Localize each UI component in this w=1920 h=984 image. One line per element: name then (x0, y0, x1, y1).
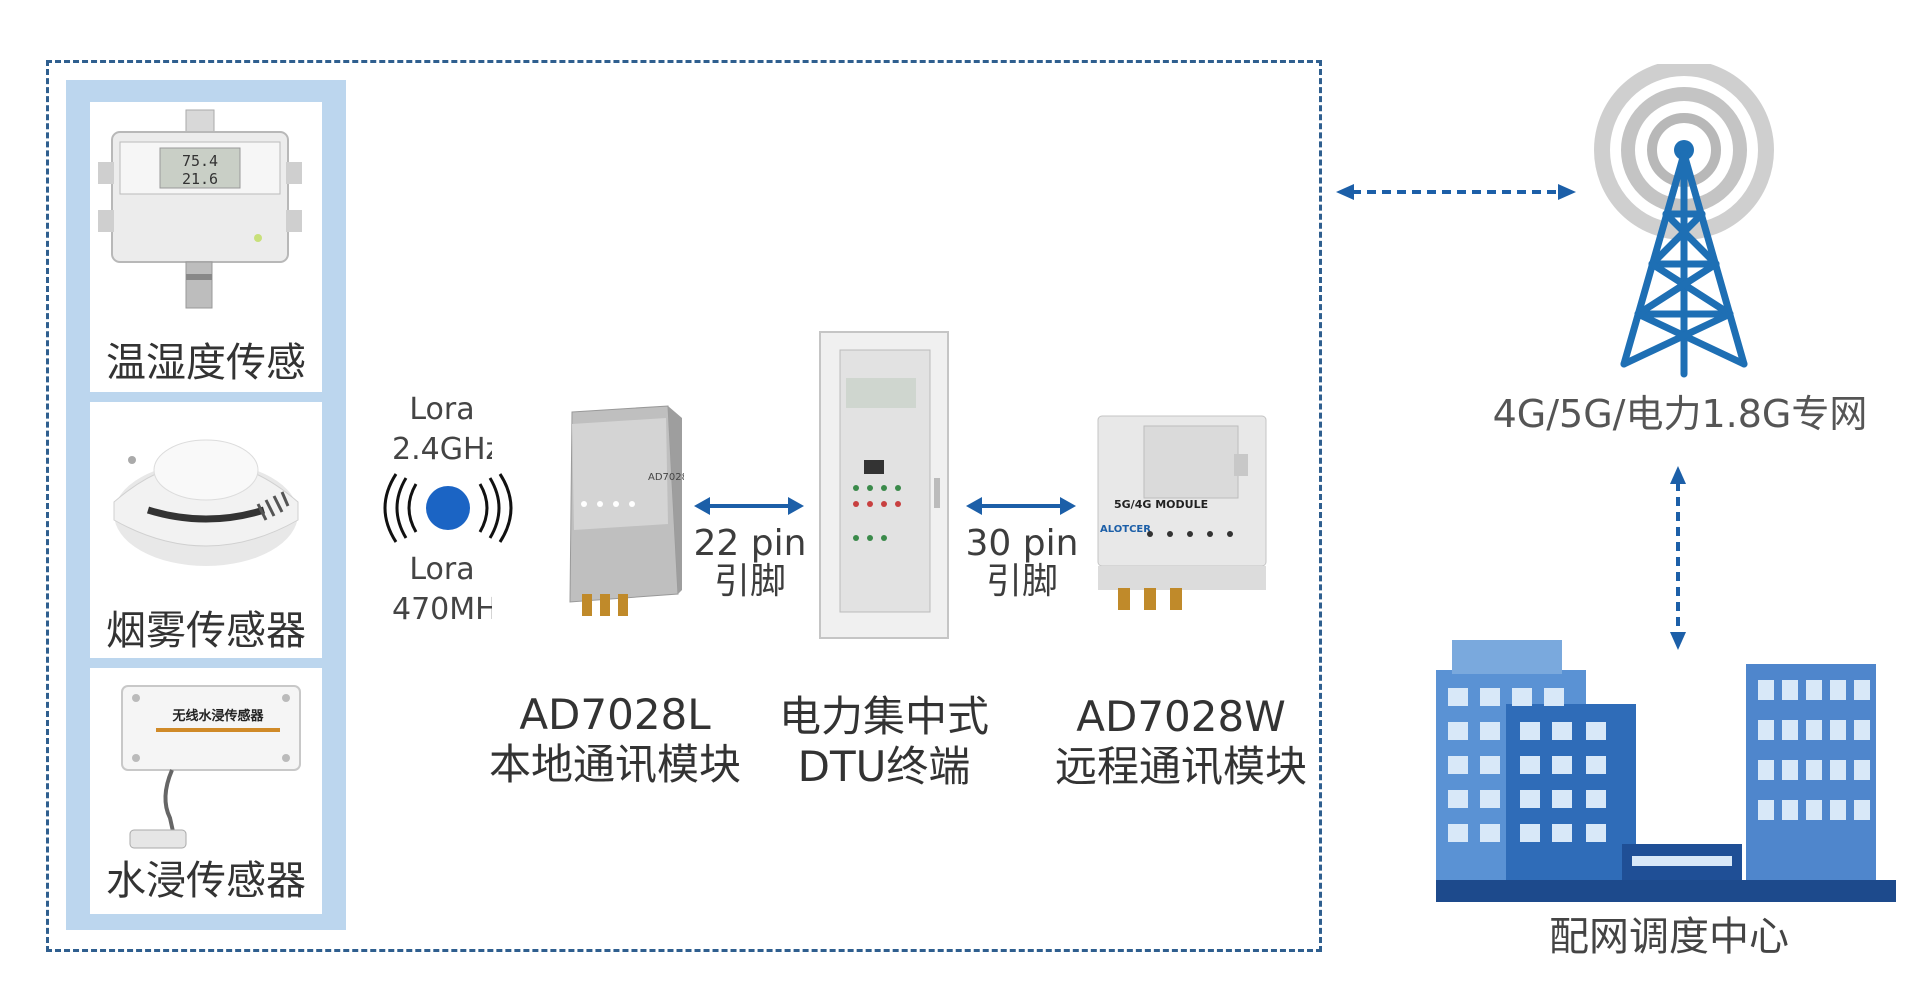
center-link-arrow (1670, 466, 1686, 650)
local-module-label: AD7028L 本地通讯模块 (470, 690, 760, 789)
remote-module-device-icon: 5G/4G MODULE ALOTCER (1097, 415, 1267, 610)
local-module-device-text: AD7028 (648, 472, 684, 483)
lora-top-text: Lora 2.4GHz (392, 390, 492, 470)
remote-module-name: 远程通讯模块 (1054, 741, 1307, 791)
link-arrow-right (966, 497, 1076, 515)
smoke-detector-icon (113, 439, 299, 566)
local-module-model: AD7028L (519, 690, 711, 739)
wireless-signal-icon (383, 473, 513, 543)
lora-top-line1: Lora (409, 392, 475, 427)
remote-module-model: AD7028W (1076, 692, 1286, 741)
display-reading-1: 75.4 (182, 152, 218, 170)
link-left-label: 引脚 (713, 561, 786, 602)
local-module-name: 本地通讯模块 (488, 739, 741, 789)
lora-top-line2: 2.4GHz (392, 432, 492, 467)
local-module-device-icon: AD7028 (569, 405, 684, 616)
temperature-humidity-sensor-icon: 75.4 21.6 (98, 109, 302, 309)
link-right-label: 引脚 (985, 561, 1058, 602)
remote-module-device-text: 5G/4G MODULE (1114, 498, 1208, 511)
link-left-pins: 22 pin (693, 523, 807, 564)
system-boundary-frame (46, 60, 1322, 952)
sensor-panel: 75.4 21.6 温湿度传感器 烟雾传感器 无线水浸传感器 (66, 80, 346, 930)
lora-bottom-text: Lora 470MHz (392, 550, 492, 630)
dtu-cabinet-icon (819, 331, 949, 639)
lora-bottom-line1: Lora (409, 552, 475, 587)
sensor-card-temperature-humidity: 75.4 21.6 温湿度传感器 (90, 102, 322, 444)
dtu-line1: 电力集中式 (778, 692, 989, 741)
link-arrow-left (694, 497, 804, 515)
sensor-card-smoke: 烟雾传感器 (90, 402, 322, 658)
lora-bottom-line2: 470MHz (392, 592, 492, 627)
signal-tower-icon (1594, 64, 1774, 378)
water-leak-sensor-icon: 无线水浸传感器 (121, 685, 301, 849)
remote-module-label: AD7028W 远程通讯模块 (1046, 692, 1316, 791)
sensor-label-smoke: 烟雾传感器 (106, 608, 306, 654)
water-sensor-device-label: 无线水浸传感器 (171, 708, 264, 724)
network-label: 4G/5G/电力1.8G专网 (1492, 392, 1868, 436)
sensor-card-water-leak: 无线水浸传感器 水浸传感器 (90, 668, 322, 914)
network-link-arrow (1336, 184, 1576, 200)
dispatch-center-buildings-icon (1436, 640, 1896, 902)
display-reading-2: 21.6 (182, 170, 218, 188)
sensor-label-water-leak: 水浸传感器 (106, 858, 306, 904)
dtu-line2: DTU终端 (797, 741, 971, 791)
remote-module-brand: ALOTCER (1100, 524, 1151, 535)
link-right-pins: 30 pin (965, 523, 1079, 564)
dtu-label: 电力集中式 DTU终端 (764, 692, 1004, 791)
center-label: 配网调度中心 (1549, 914, 1789, 960)
